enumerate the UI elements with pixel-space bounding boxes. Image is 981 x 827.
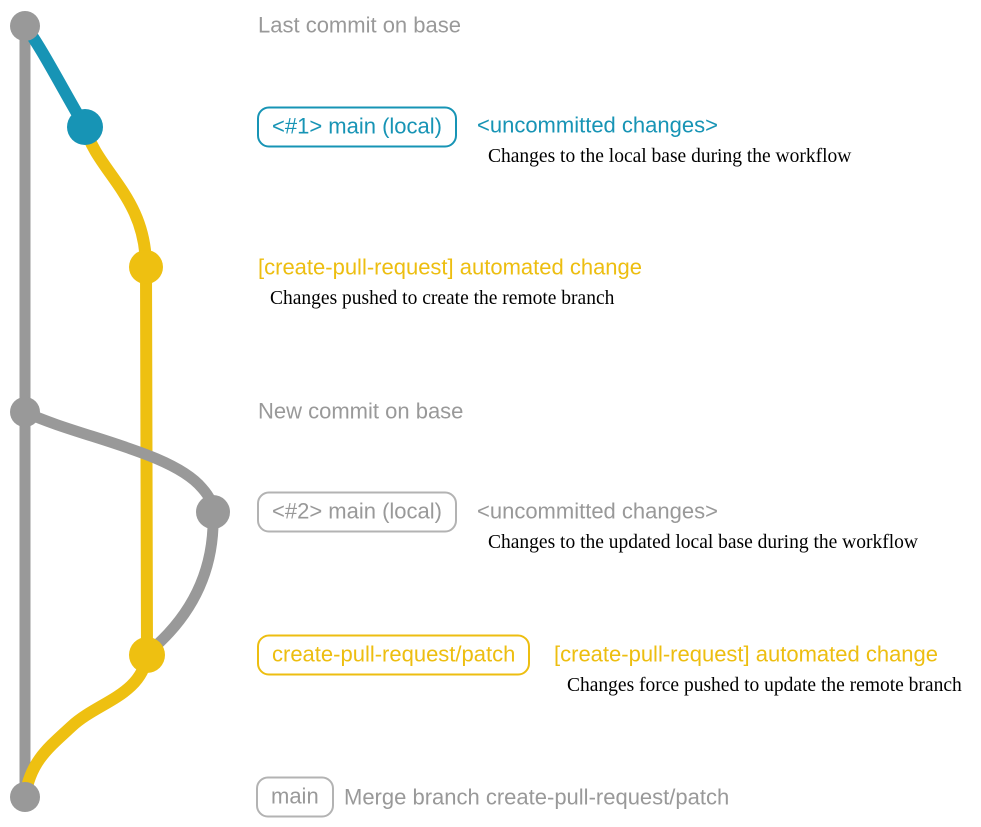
uncommitted-changes-caption-1: Changes to the local base during the wor… xyxy=(488,146,852,167)
commit-dot-automated-change-2 xyxy=(129,637,165,673)
commit-dot-automated-change-1 xyxy=(129,250,163,284)
merge-commit-message: Merge branch create-pull-request/patch xyxy=(344,784,730,810)
pr-branch-line-top xyxy=(79,121,152,273)
branch-tag-main-local-1: <#1> main (local) xyxy=(257,106,457,148)
pr-branch-line-merge xyxy=(19,649,153,803)
commit-dot-last-base xyxy=(10,11,40,41)
branch-tag-main: main xyxy=(256,776,334,818)
commit-dot-uncommitted-2 xyxy=(196,495,230,529)
uncommitted-changes-message-1: <uncommitted changes> xyxy=(477,112,718,138)
automated-change-message-1: [create-pull-request] automated change xyxy=(258,254,643,280)
commit-dot-new-base xyxy=(10,397,40,427)
branch-tag-main-local-2: <#2> main (local) xyxy=(257,491,457,533)
automated-change-caption-2: Changes force pushed to update the remot… xyxy=(567,675,962,696)
pr-branch-line-middle xyxy=(140,261,153,661)
uncommitted-changes-message-2: <uncommitted changes> xyxy=(477,498,718,524)
last-commit-on-base-label: Last commit on base xyxy=(258,12,461,38)
automated-change-message-2: [create-pull-request] automated change xyxy=(554,641,939,667)
commit-graph xyxy=(10,11,230,812)
automated-change-caption-1: Changes pushed to create the remote bran… xyxy=(270,288,615,309)
new-commit-on-base-label: New commit on base xyxy=(258,398,464,424)
commit-dot-uncommitted-1 xyxy=(67,109,103,145)
commit-dot-merge xyxy=(10,782,40,812)
force-push-branch-line xyxy=(144,506,219,657)
updated-local-branch-line xyxy=(19,406,219,518)
branch-tag-create-pull-request-patch: create-pull-request/patch xyxy=(257,634,531,676)
uncommitted-changes-caption-2: Changes to the updated local base during… xyxy=(488,532,918,553)
